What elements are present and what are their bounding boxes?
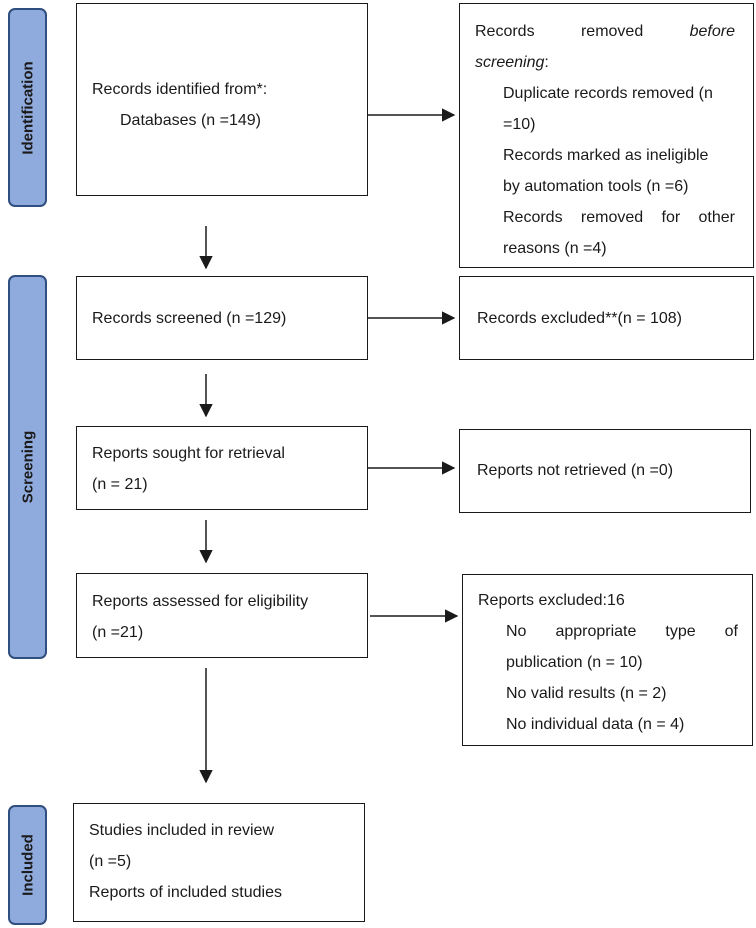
removed-other-b: reasons (n =4): [503, 240, 607, 257]
box-records-removed-before-screening: Records removed before screening: Duplic…: [459, 3, 754, 268]
box-studies-included: Studies included in review (n =5) Report…: [73, 803, 365, 922]
stage-label-included: Included: [19, 834, 37, 896]
reports-excluded-type-no: No: [506, 623, 527, 640]
stage-label-identification: Identification: [19, 61, 37, 155]
records-identified-title: Records identified from*:: [92, 81, 268, 98]
reports-excluded-type-type: type: [665, 623, 696, 640]
reports-assessed-label-a: Reports assessed for eligibility: [92, 593, 309, 610]
removed-other-for: for: [661, 209, 681, 226]
included-n: (n =5): [89, 853, 132, 870]
removed-other-removed: removed: [580, 209, 644, 226]
reports-assessed-label-b: (n =21): [92, 624, 144, 641]
removed-duplicates-b: =10): [503, 116, 536, 133]
removed-title-records: Records: [475, 23, 535, 40]
removed-title-colon: :: [544, 54, 549, 71]
removed-title-screening: screening: [475, 54, 545, 71]
box-reports-assessed: Reports assessed for eligibility (n =21): [76, 573, 368, 658]
records-identified-databases: Databases (n =149): [120, 112, 261, 129]
box-reports-excluded: Reports excluded:16 No appropriate type …: [462, 574, 753, 746]
box-reports-sought: Reports sought for retrieval (n = 21): [76, 426, 368, 510]
removed-title-line: Records removed before: [475, 16, 735, 47]
removed-title-removed: removed: [580, 23, 644, 40]
records-excluded-label: Records excluded**(n = 108): [477, 310, 683, 327]
removed-other-a: Records removed for other: [475, 202, 735, 233]
reports-excluded-type-of: of: [724, 623, 738, 640]
reports-excluded-type-a: No appropriate type of: [478, 616, 738, 647]
reports-excluded-type-b: publication (n = 10): [506, 654, 643, 671]
reports-excluded-individual: No individual data (n = 4): [506, 716, 685, 733]
reports-excluded-type-appropriate: appropriate: [555, 623, 637, 640]
reports-sought-label-b: (n = 21): [92, 476, 148, 493]
records-screened-label: Records screened (n =129): [92, 310, 287, 327]
reports-excluded-valid: No valid results (n = 2): [506, 685, 667, 702]
removed-title-before: before: [689, 23, 735, 40]
reports-excluded-title: Reports excluded:16: [478, 592, 625, 609]
box-records-identified: Records identified from*: Databases (n =…: [76, 3, 368, 196]
removed-ineligible-a: Records marked as ineligible: [503, 147, 709, 164]
removed-duplicates-a: Duplicate records removed (n: [503, 85, 713, 102]
stage-label-screening: Screening: [19, 430, 37, 504]
included-reports: Reports of included studies: [89, 884, 282, 901]
included-studies: Studies included in review: [89, 822, 274, 839]
reports-sought-label-a: Reports sought for retrieval: [92, 445, 285, 462]
reports-not-retrieved-label: Reports not retrieved (n =0): [477, 462, 674, 479]
box-records-excluded: Records excluded**(n = 108): [459, 276, 754, 360]
box-reports-not-retrieved: Reports not retrieved (n =0): [459, 429, 751, 513]
box-records-screened: Records screened (n =129): [76, 276, 368, 360]
removed-ineligible-b: by automation tools (n =6): [503, 178, 689, 195]
removed-other-other: other: [698, 209, 735, 226]
removed-title-screening-line: screening:: [475, 47, 735, 78]
removed-other-records: Records: [503, 209, 563, 226]
